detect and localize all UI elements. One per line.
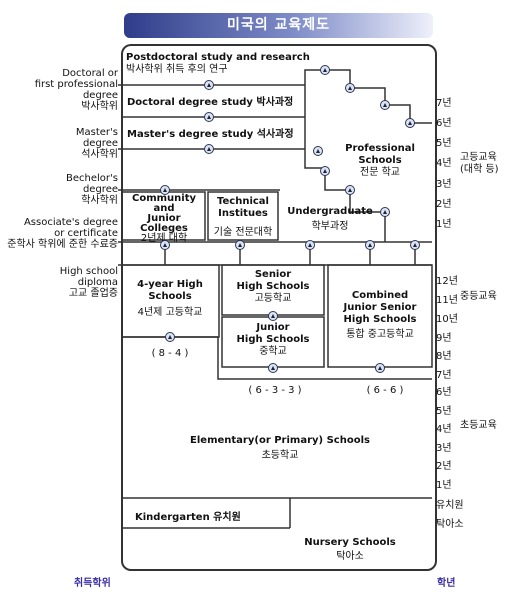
up-arrow-icon: [160, 240, 170, 250]
page-title: 미국의 교육제도: [124, 13, 433, 38]
up-arrow-icon: [375, 363, 385, 373]
up-arrow-icon: [268, 311, 278, 321]
masters-label: Master's degree 석사학위: [75, 127, 118, 160]
postdoc-box: Postdoctoral study and research 박사학위 취득 …: [126, 52, 310, 75]
up-arrow-icon: [320, 65, 330, 75]
degree-footer: 취득학위: [74, 578, 111, 589]
technical-institutes-box: Technical Institues 기술 전문대학: [213, 196, 273, 238]
up-arrow-icon: [160, 185, 170, 195]
up-arrow-icon: [305, 240, 315, 250]
nursery-box: Nursery Schools 탁아소: [304, 537, 396, 562]
combined-ratio: ( 6 - 6 ): [366, 385, 404, 396]
education-system-panel: [121, 44, 437, 571]
up-arrow-icon: [405, 118, 415, 128]
up-arrow-icon: [345, 83, 355, 93]
up-arrow-icon: [204, 112, 214, 122]
up-arrow-icon: [165, 332, 175, 342]
up-arrow-icon: [380, 207, 390, 217]
up-arrow-icon: [320, 166, 330, 176]
four-year-hs-box: 4-year High Schools 4년제 고등학교: [137, 279, 203, 318]
up-arrow-icon: [345, 185, 355, 195]
masters-study-box: Master's degree study 석사과정: [127, 129, 294, 140]
up-arrow-icon: [365, 240, 375, 250]
up-arrow-icon: [410, 240, 420, 250]
kindergarten-box: Kindergarten 유치원: [135, 512, 241, 523]
up-arrow-icon: [204, 144, 214, 154]
up-arrow-icon: [204, 80, 214, 90]
up-arrow-icon: [235, 240, 245, 250]
up-arrow-icon: [268, 363, 278, 373]
bachelors-label: Bechelor's degree 학사학위: [66, 173, 118, 206]
hs4-ratio: ( 8 - 4 ): [151, 348, 189, 359]
up-arrow-icon: [313, 146, 323, 156]
doctoral-study-box: Doctoral degree study 박사과정: [127, 97, 294, 108]
undergraduate-box: Undergraduate 학부과정: [287, 206, 373, 232]
higher-education-label: 고등교육 (대학 등): [460, 152, 499, 175]
senior-hs-box: Senior High Schools 고등학교: [236, 269, 310, 304]
jr-ratio: ( 6 - 3 - 3 ): [248, 385, 302, 396]
elementary-box: Elementary(or Primary) Schools 초등학교: [190, 435, 370, 461]
grade-footer: 학년: [437, 578, 456, 589]
community-colleges-box: Community and Junior Colleges 2년제 대학: [131, 193, 196, 244]
primary-education-label: 초등교육: [460, 420, 497, 431]
secondary-education-label: 중등교육: [460, 291, 497, 302]
junior-hs-box: Junior High Schools 중학교: [236, 322, 310, 357]
up-arrow-icon: [380, 100, 390, 110]
associate-label: Associate's degree or certificate 준학사 학위…: [7, 217, 118, 250]
professional-schools-box: Professional Schools 전문 학교: [345, 143, 415, 178]
hs-diploma-label: High school diploma 고교 졸업증: [59, 266, 118, 299]
doctoral-label: Doctoral or first professional degree 박사…: [34, 68, 118, 112]
combined-hs-box: Combined Junior Senior High Schools 통합 중…: [343, 290, 417, 340]
